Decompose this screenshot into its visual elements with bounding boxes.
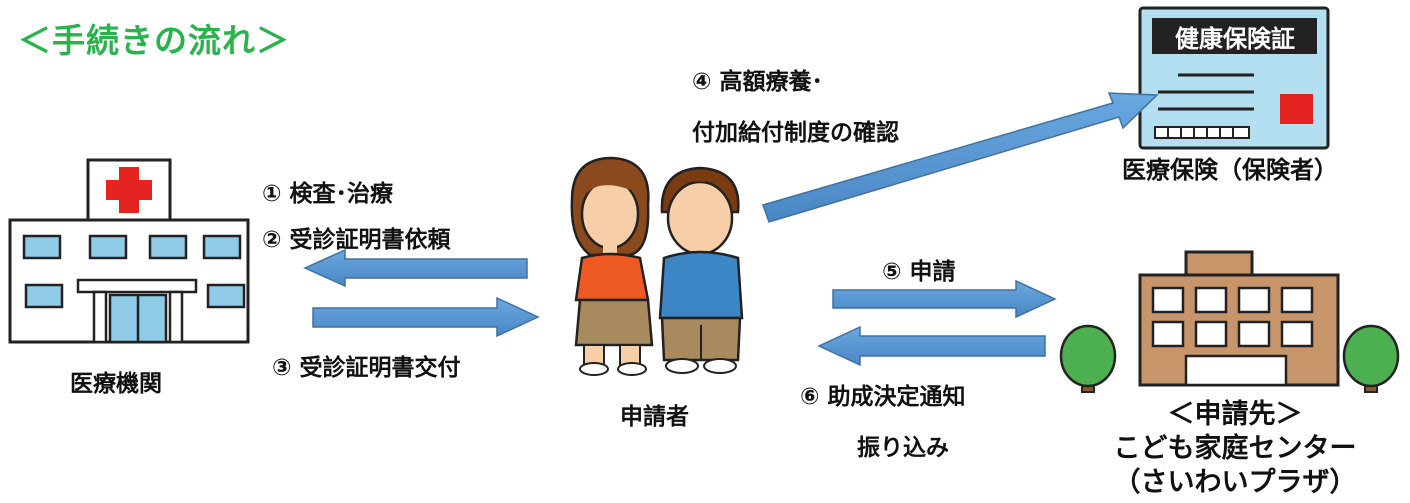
arrow-to-insurer <box>762 92 1159 223</box>
hospital-label: 医療機関 <box>70 371 162 397</box>
applicant-label: 申請者 <box>620 404 689 430</box>
step-5-label: ⑤ 申請 <box>882 259 956 285</box>
destination-label-line2: こども家庭センター <box>1113 433 1357 464</box>
page-title: ＜手続きの流れ＞ <box>18 21 290 60</box>
tree-left-icon <box>1059 324 1117 393</box>
step-3-label: ③ 受診証明書交付 <box>272 355 461 381</box>
destination-building-icon <box>1138 250 1340 387</box>
step-6-label-line1: ⑥ 助成決定通知 <box>800 384 966 410</box>
insurance-card-icon <box>1138 6 1330 150</box>
hospital-icon <box>8 158 250 344</box>
arrow-to-applicant <box>312 296 540 338</box>
tree-right-icon <box>1342 324 1400 393</box>
step-4-label-line2: 付加給付制度の確認 <box>692 120 899 146</box>
step-4-label-line1: ④ 高額療養･ <box>692 69 823 95</box>
destination-label-line1: ＜申請先＞ <box>1167 399 1303 430</box>
arrow-to-applicant-notice <box>817 325 1046 367</box>
applicant-people-icon <box>570 156 744 376</box>
arrow-to-destination <box>832 279 1057 319</box>
destination-label-line3: （さいわいプラザ） <box>1113 467 1357 498</box>
step-2-label: ② 受診証明書依頼 <box>262 227 451 253</box>
step-1-label: ① 検査･治療 <box>262 181 393 207</box>
step-6-label-line2: 振り込み <box>857 435 949 461</box>
card-header-text: 健康保険証 <box>1175 25 1295 53</box>
arrow-to-hospital <box>303 248 528 288</box>
insurer-label: 医療保険（保険者） <box>1122 156 1338 184</box>
